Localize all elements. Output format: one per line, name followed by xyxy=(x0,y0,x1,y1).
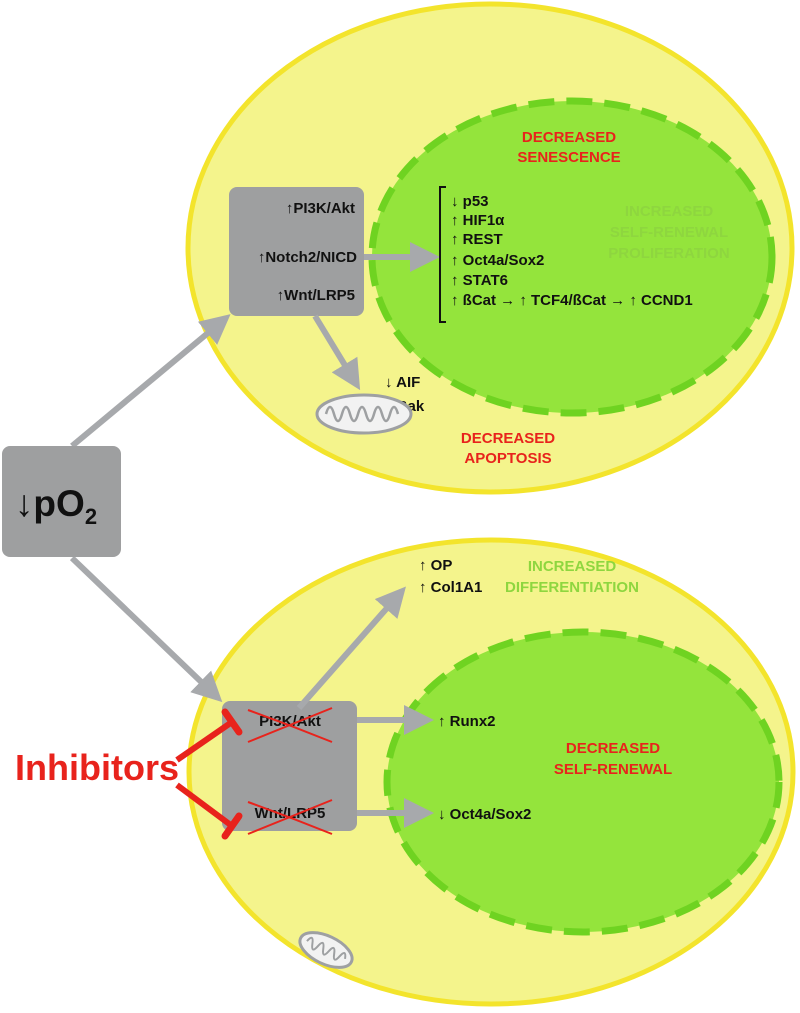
decreased-senescence-line1: DECREASED xyxy=(522,129,616,146)
decreased-apoptosis-line1: DECREASED xyxy=(461,430,555,447)
po2-box xyxy=(2,446,121,557)
nucleus-item-stat6: ↑ STAT6 xyxy=(451,272,508,289)
oct4a-sox2-label: ↓ Oct4a/Sox2 xyxy=(438,806,531,823)
po2-main: ↓pO xyxy=(15,483,85,524)
nucleus-item-p53: ↓ p53 xyxy=(451,193,489,210)
inhibitors: Inhibitors xyxy=(15,708,243,840)
decreased-senescence-line2: SENESCENCE xyxy=(517,149,620,166)
arrow-po2-to-top-cell xyxy=(70,314,231,449)
arrow-box-to-differentiation xyxy=(296,586,406,710)
top-box-item-wnt: ↑Wnt/LRP5 xyxy=(277,287,355,304)
top-box-item-pi3k: ↑PI3K/Akt xyxy=(286,200,355,217)
diff-item-op: ↑ OP xyxy=(419,557,452,574)
mitochondrion-icon xyxy=(298,931,354,969)
top-box-item-notch2: ↑Notch2/NICD xyxy=(258,249,357,266)
bottom-signaling-box xyxy=(222,701,357,831)
inhibition-t-bar-icon xyxy=(221,812,243,840)
decreased-selfrenewal-line1: DECREASED xyxy=(566,740,660,757)
increased-differentiation-line2: DIFFERENTIATION xyxy=(505,579,639,596)
inhibition-line-pi3k xyxy=(175,719,234,763)
mito-item-aif: ↓ AIF xyxy=(385,374,420,391)
top-nucleus xyxy=(368,97,776,417)
nucleus-item-bcat-pathway: ↑ ßCat → ↑ TCF4/ßCat → ↑ CCND1 xyxy=(451,292,693,309)
bottom-box-item-pi3k: PI3K/Akt xyxy=(259,713,321,730)
nucleus-item-hif1a: ↑ HIF1α xyxy=(451,212,505,229)
top-signaling-box xyxy=(229,187,364,316)
mitochondrion-icon xyxy=(315,393,413,435)
runx2-label: ↑ Runx2 xyxy=(438,713,496,730)
bottom-cell: PI3K/Akt Wnt/LRP5 ↑ OP ↑ Col1A1 INCREASE… xyxy=(186,537,796,1007)
diff-item-col1a1: ↑ Col1A1 xyxy=(419,579,482,596)
arrow-po2-to-bottom-cell xyxy=(69,555,223,703)
po2-subscript: 2 xyxy=(85,504,97,529)
increased-selfrenewal-line3: PROLIFERATION xyxy=(608,245,729,262)
po2-label: ↓pO2 xyxy=(15,483,97,529)
top-cell: ↑PI3K/Akt ↑Notch2/NICD ↑Wnt/LRP5 ↓ p53 ↑… xyxy=(185,1,795,495)
increased-selfrenewal-line2: SELF-RENEWAL xyxy=(610,224,728,241)
inhibition-line-wnt xyxy=(175,782,234,829)
decreased-selfrenewal-line2: SELF-RENEWAL xyxy=(554,761,672,778)
stimulus: ↓pO2 xyxy=(2,314,231,703)
increased-selfrenewal-line1: INCREASED xyxy=(625,203,714,220)
nucleus-item-rest: ↑ REST xyxy=(451,231,503,248)
decreased-apoptosis-line2: APOPTOSIS xyxy=(464,450,551,467)
bottom-nucleus xyxy=(383,628,783,936)
inhibition-t-bar-icon xyxy=(221,708,243,736)
red-x-strike-icon xyxy=(247,707,333,835)
inhibitors-label: Inhibitors xyxy=(15,747,179,788)
increased-differentiation-line1: INCREASED xyxy=(528,558,617,575)
nucleus-item-oct4a-sox2: ↑ Oct4a/Sox2 xyxy=(451,252,544,269)
arrow-box-to-mitochondrion xyxy=(312,314,361,391)
gene-list-bracket xyxy=(439,186,446,323)
